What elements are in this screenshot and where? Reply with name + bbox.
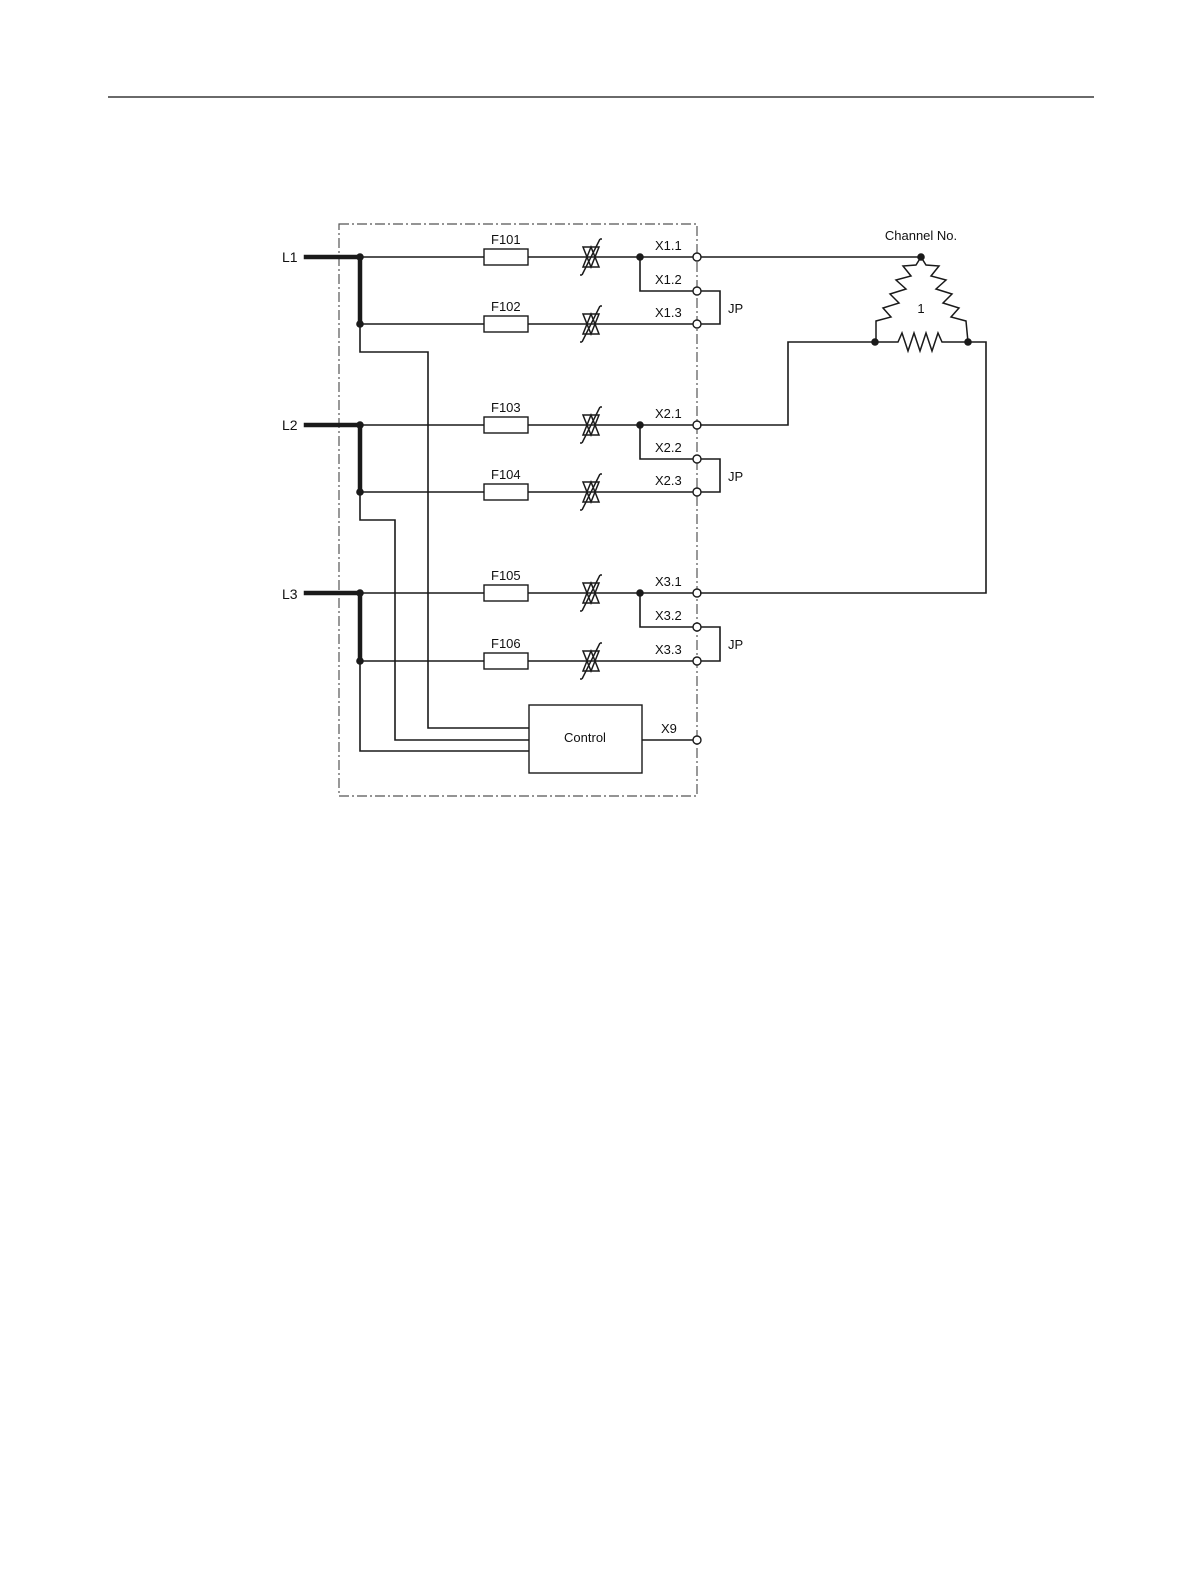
fuse-label-f104: F104 [491, 467, 521, 482]
terminal-x2-2 [693, 455, 701, 463]
terminal-x1-3 [693, 320, 701, 328]
control-wiring [360, 324, 694, 751]
resistor-bottom [875, 333, 968, 351]
terminal-label-x2-2: X2.2 [655, 440, 682, 455]
terminal-label-x1-3: X1.3 [655, 305, 682, 320]
terminal-x3-2 [693, 623, 701, 631]
terminal-label-x1-1: X1.1 [655, 238, 682, 253]
fuse-f106 [484, 653, 528, 669]
fuse-label-f101: F101 [491, 232, 521, 247]
terminal-label-x1-2: X1.2 [655, 272, 682, 287]
fuse-f103 [484, 417, 528, 433]
fuse-label-f103: F103 [491, 400, 521, 415]
terminal-label-x2-1: X2.1 [655, 406, 682, 421]
terminal-label-x3-1: X3.1 [655, 574, 682, 589]
terminal-x2-3 [693, 488, 701, 496]
terminal-x3-3 [693, 657, 701, 665]
jumper-label-3: JP [728, 637, 743, 652]
terminal-x1-2 [693, 287, 701, 295]
terminal-label-x9: X9 [661, 721, 677, 736]
control-label: Control [564, 730, 606, 745]
terminal-x2-1 [693, 421, 701, 429]
resistor-left [876, 257, 921, 342]
terminal-label-x3-3: X3.3 [655, 642, 682, 657]
phase-3: L3 F105 F106 X3.1 X3.2 X3.3 JP [282, 568, 743, 679]
terminal-label-x3-2: X3.2 [655, 608, 682, 623]
line-label-l3: L3 [282, 586, 298, 602]
terminal-x3-1 [693, 589, 701, 597]
load-title: Channel No. [885, 228, 957, 243]
fuse-f104 [484, 484, 528, 500]
fuse-f101 [484, 249, 528, 265]
fuse-label-f102: F102 [491, 299, 521, 314]
jumper-label-1: JP [728, 301, 743, 316]
phase-1: L1 F101 F102 X1.1 X1.2 X1.3 JP [282, 232, 921, 342]
fuse-f105 [484, 585, 528, 601]
line-label-l2: L2 [282, 417, 298, 433]
fuse-f102 [484, 316, 528, 332]
line-label-l1: L1 [282, 249, 298, 265]
delta-load: Channel No. 1 [700, 228, 986, 593]
fuse-label-f106: F106 [491, 636, 521, 651]
channel-number: 1 [917, 301, 924, 316]
resistor-right [921, 257, 968, 342]
jumper-label-2: JP [728, 469, 743, 484]
terminal-x1-1 [693, 253, 701, 261]
phase-2: L2 F103 F104 X2.1 X2.2 X2.3 JP [282, 400, 743, 510]
terminal-x9 [693, 736, 701, 744]
terminal-label-x2-3: X2.3 [655, 473, 682, 488]
fuse-label-f105: F105 [491, 568, 521, 583]
